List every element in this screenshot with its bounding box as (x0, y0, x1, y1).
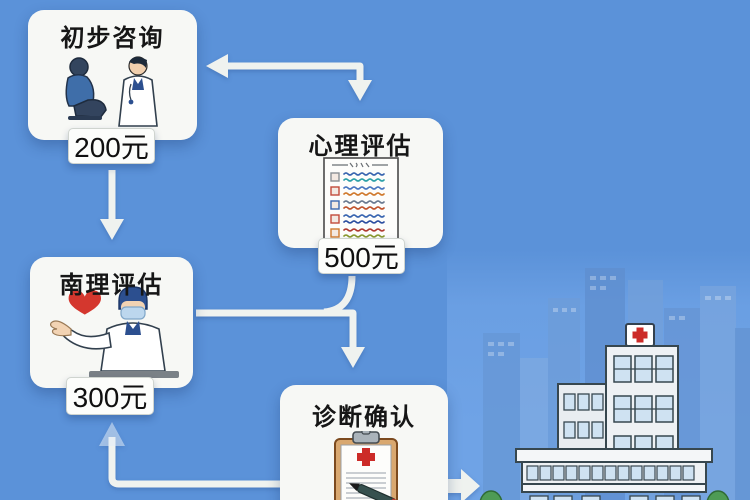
hospital-building-icon (479, 323, 730, 500)
pen-icon (349, 483, 399, 500)
arrowhead-up-faded (99, 422, 125, 446)
node-secondary-assessment: 南理评估 (30, 257, 193, 388)
patient-doctor-consult-icon (65, 56, 158, 127)
price-text: 500元 (324, 242, 399, 273)
arrowhead-down-2 (100, 219, 124, 240)
assessment-checklist-icon (322, 157, 399, 244)
arrow-curve-from-500 (323, 275, 356, 316)
arrowhead-down-3 (341, 347, 365, 368)
arrow-to-diagnosis (196, 309, 357, 349)
price-text: 300元 (72, 382, 148, 413)
city-scene (447, 250, 750, 500)
arrowhead-left (206, 54, 228, 78)
diagnosis-clipboard-icon (334, 431, 399, 500)
arrow-assessment-to-consult (224, 62, 364, 84)
node-psychological-assessment: 心理评估 (278, 118, 443, 248)
red-cross-icon (357, 448, 375, 466)
node-initial-consultation: 初步咨询 (28, 10, 197, 140)
price-tag-initial: 200元 (68, 128, 155, 164)
node-title: 心理评估 (308, 133, 413, 160)
red-cross-icon (625, 323, 655, 347)
price-tag-secondary: 300元 (66, 377, 154, 415)
price-text: 200元 (74, 132, 149, 163)
node-title: 南理评估 (59, 272, 164, 299)
arrow-feedback-loop (108, 437, 281, 488)
tree-icon (479, 490, 730, 500)
node-title: 诊断确认 (312, 404, 416, 431)
price-tag-assessment: 500元 (318, 238, 405, 274)
node-title: 初步咨询 (60, 25, 165, 52)
doctor-presenting-icon (49, 286, 179, 378)
heart-icon (68, 290, 101, 315)
node-diagnosis-confirmation: 诊断确认 (280, 385, 448, 500)
arrowhead-down-1 (348, 80, 372, 101)
